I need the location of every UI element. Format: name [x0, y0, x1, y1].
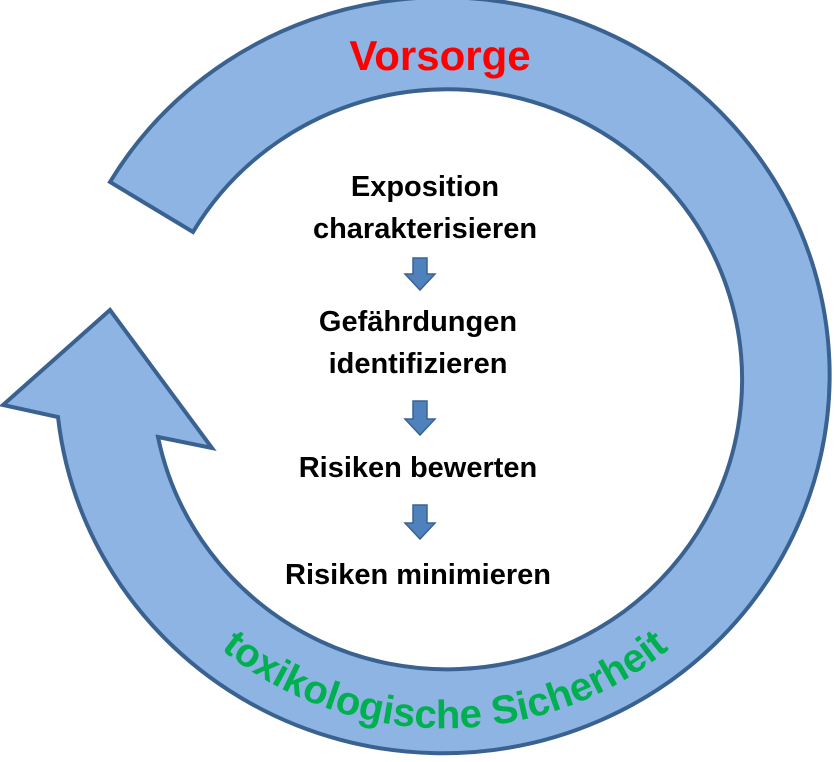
step-1-line-2: charakterisieren	[313, 213, 537, 245]
down-arrow-icon	[403, 400, 437, 437]
title-vorsorge: Vorsorge	[349, 32, 530, 79]
step-4: Risiken minimieren	[285, 559, 551, 591]
down-arrow-icon	[403, 504, 437, 541]
step-2-line-1: Gefährdungen	[319, 306, 517, 338]
step-3: Risiken bewerten	[299, 452, 538, 484]
step-1-line-1: Exposition	[351, 171, 499, 203]
step-2-line-2: identifizieren	[329, 348, 508, 380]
down-arrow-icon	[403, 257, 437, 292]
